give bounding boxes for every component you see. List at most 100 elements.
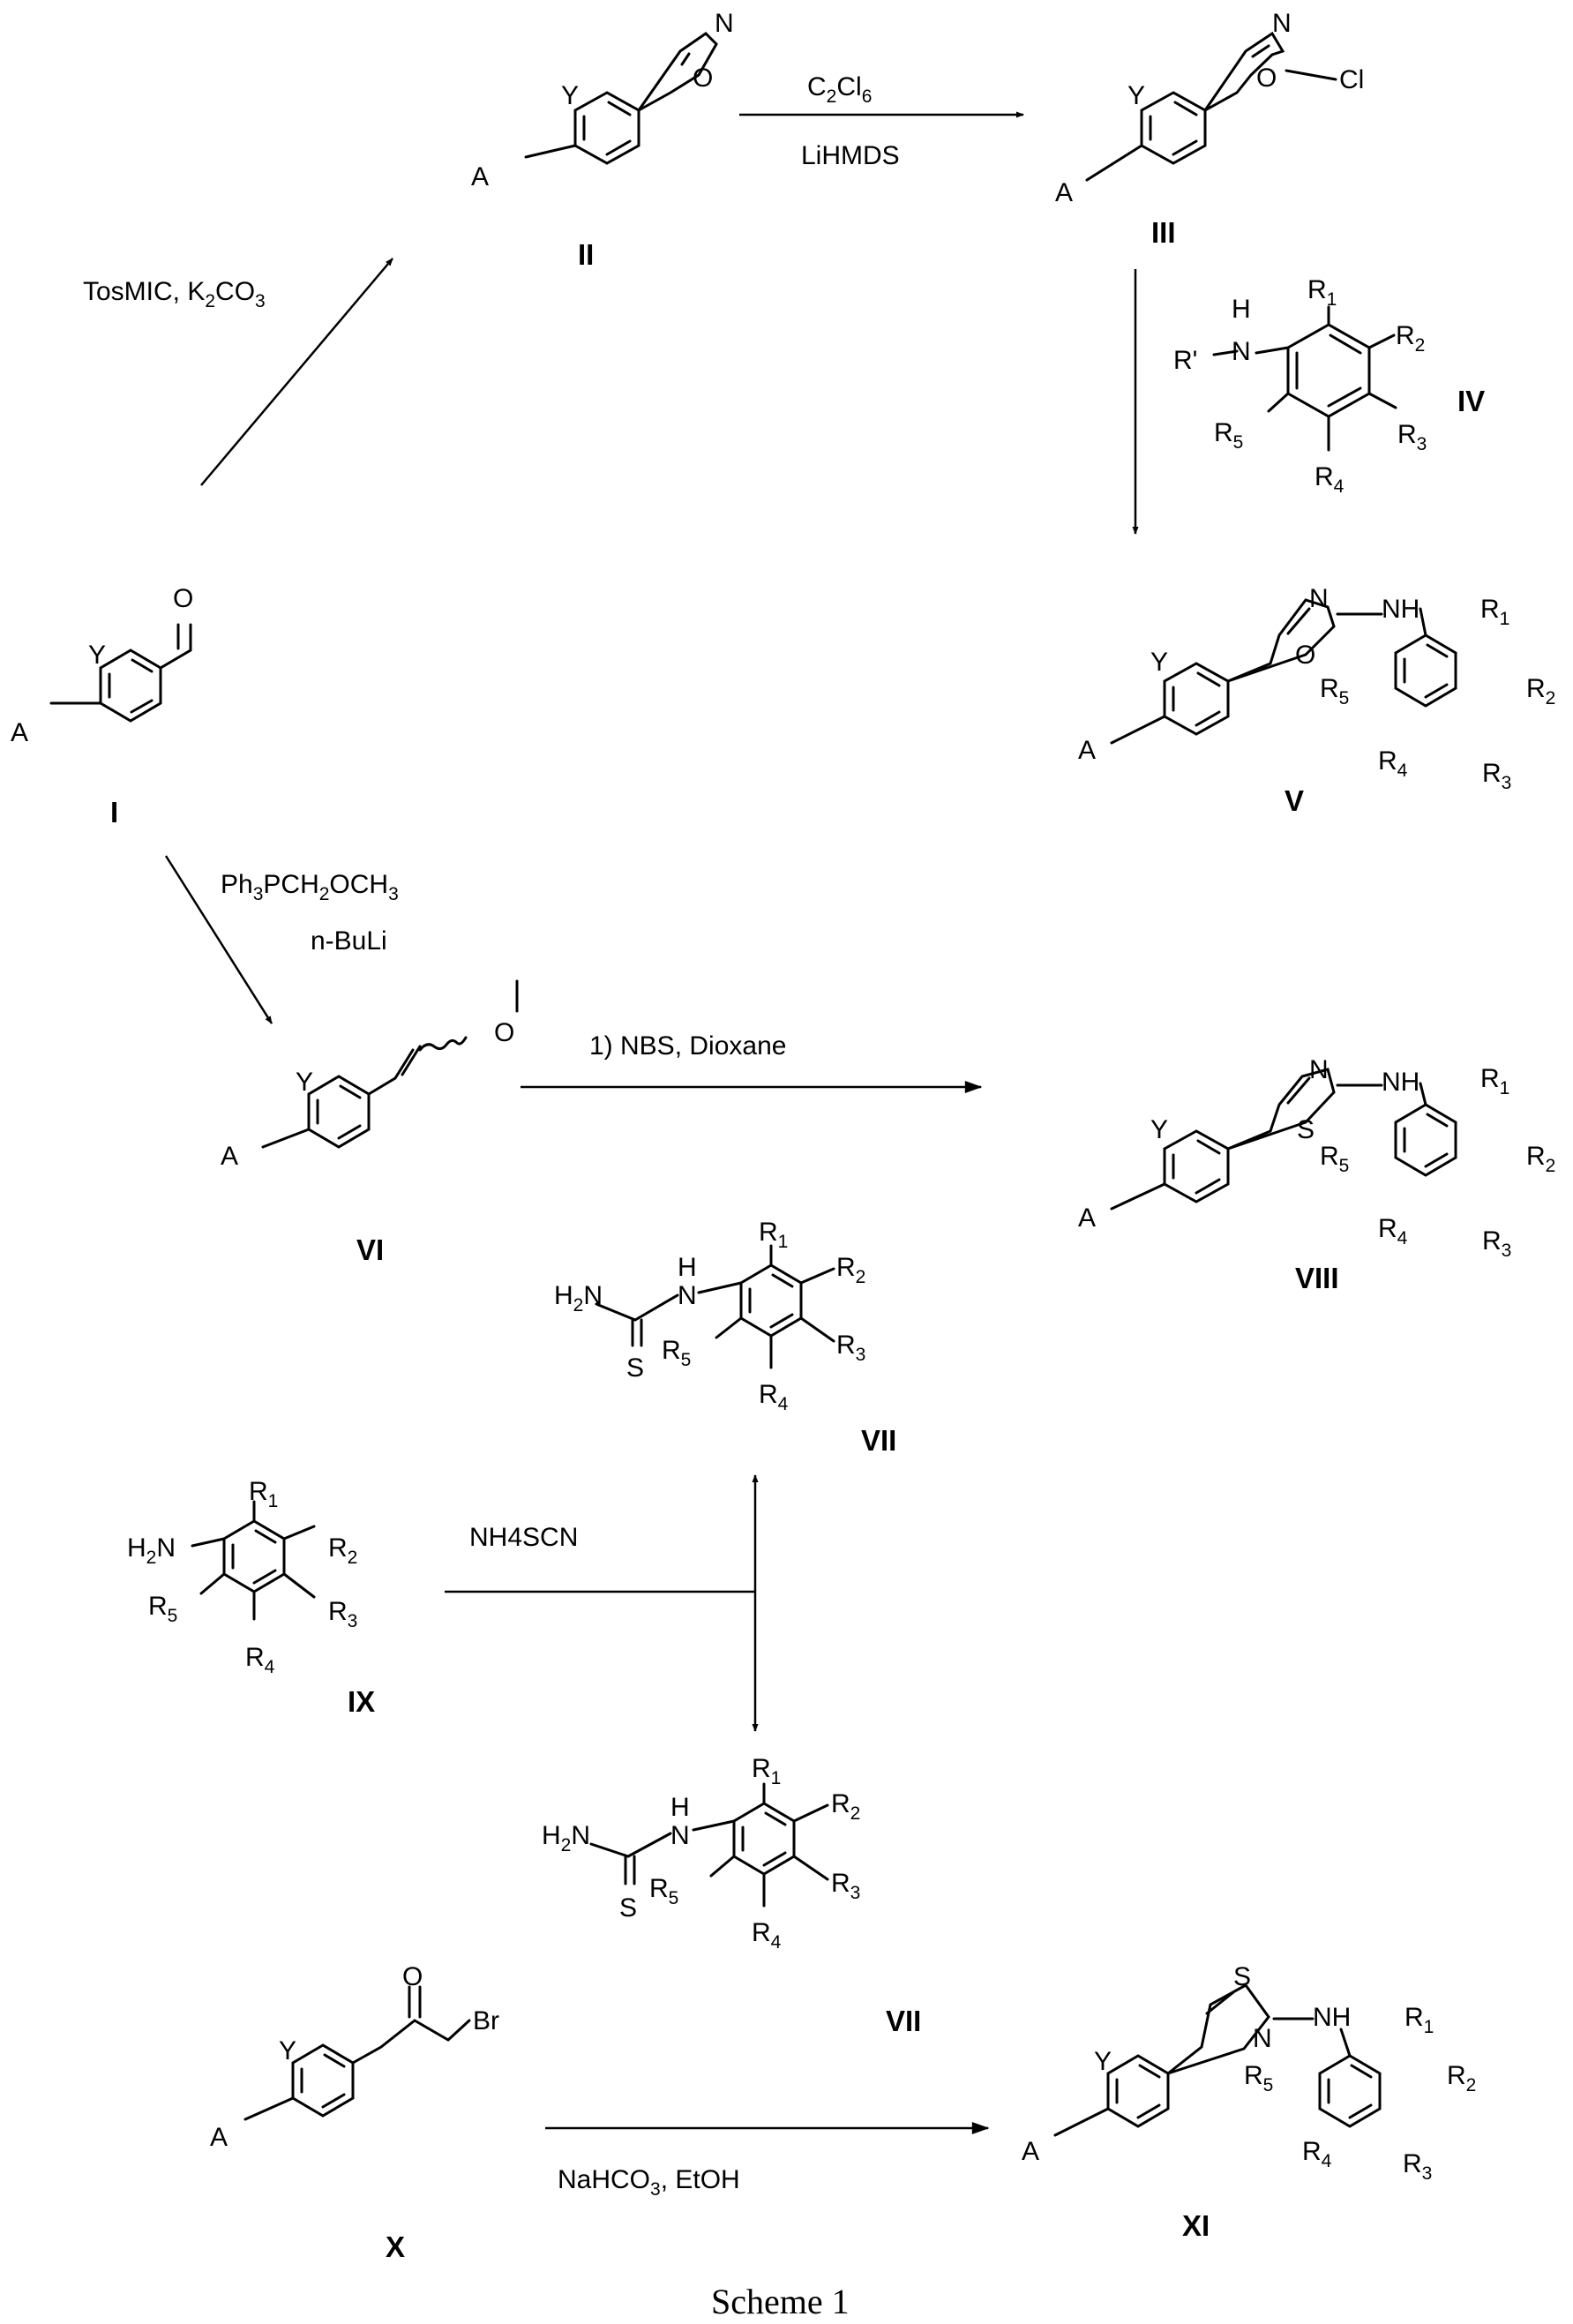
svg-text:R1: R1 [1307,275,1337,310]
svg-text:R': R' [1173,346,1197,375]
molecule-I [51,625,191,721]
svg-text:R5: R5 [662,1336,691,1370]
atoms-IV: H N R' R1 R2 R3 R4 R5 [1173,275,1427,497]
atoms-II: N O Y A [471,9,734,191]
svg-text:R4: R4 [1378,1214,1408,1248]
atoms-VII-lower: H N H2N S R1 R2 R3 R4 R5 [542,1754,860,1953]
svg-text:A: A [1055,178,1073,207]
svg-text:O: O [1295,641,1315,670]
svg-text:Y: Y [561,81,579,110]
svg-text:R2: R2 [1526,674,1555,708]
svg-text:N: N [1272,9,1292,38]
svg-text:O: O [1256,64,1277,93]
svg-text:Y: Y [1150,1115,1168,1144]
svg-text:N: N [1309,1055,1329,1084]
svg-text:R3: R3 [1482,759,1511,793]
svg-text:R1: R1 [759,1218,788,1252]
reagent-nh4scn: NH4SCN [469,1523,578,1552]
reagent-bicarb: NaHCO3, EtOH [558,2165,740,2200]
label-VII-lower: VII [886,2005,921,2037]
svg-text:Y: Y [88,641,106,670]
svg-text:Cl: Cl [1339,65,1364,94]
molecule-II [526,34,716,163]
svg-text:R1: R1 [1404,2003,1434,2037]
svg-text:N: N [678,1281,697,1310]
svg-text:R4: R4 [245,1643,275,1677]
atoms-XI: S N NH Y A R1 R2 R3 R4 R5 [1022,1962,1476,2184]
label-IV: IV [1457,385,1485,417]
label-II: II [578,238,594,271]
svg-text:H: H [670,1793,690,1822]
svg-text:H: H [1232,295,1251,324]
svg-text:R5: R5 [1214,418,1243,453]
svg-text:N: N [1309,584,1329,613]
reagent-wittig: Ph3PCH2OCH3 [221,870,399,904]
label-III: III [1151,216,1176,249]
svg-text:R5: R5 [148,1592,177,1626]
svg-text:A: A [1078,1203,1096,1233]
svg-text:Y: Y [1094,2047,1112,2076]
svg-text:Y: Y [1150,648,1168,677]
svg-text:R2: R2 [1526,1142,1555,1176]
molecule-IX [192,1502,314,1619]
svg-text:N: N [1232,337,1251,366]
molecule-VI [263,981,517,1147]
atoms-IX: H2N R1 R2 R3 R4 R5 [127,1477,357,1677]
svg-text:R1: R1 [1480,595,1509,629]
label-VI: VI [356,1233,384,1266]
molecule-VII-lower [591,1784,828,1906]
svg-text:Y: Y [296,1068,313,1097]
svg-text:S: S [626,1353,644,1383]
svg-text:R5: R5 [1320,674,1349,708]
svg-text:R4: R4 [1378,746,1408,781]
svg-text:A: A [471,162,489,191]
arrow-I-to-VI [166,856,272,1023]
atoms-X: O Br Y A [210,1962,499,2152]
svg-text:O: O [402,1962,423,1991]
reagent-nbs: 1) NBS, Dioxane [589,1031,786,1061]
label-IX: IX [348,1685,375,1718]
label-VIII: VIII [1295,1262,1339,1294]
svg-text:R5: R5 [649,1874,678,1908]
svg-text:R3: R3 [836,1331,865,1365]
svg-text:H2N: H2N [127,1533,176,1568]
molecule-IV [1214,307,1396,450]
svg-text:R1: R1 [1480,1064,1509,1098]
svg-text:Y: Y [279,2036,296,2065]
molecule-VII-upper [596,1246,834,1368]
scheme-caption: Scheme 1 [711,2282,850,2321]
svg-text:R4: R4 [752,1918,782,1953]
svg-text:R1: R1 [752,1754,781,1788]
svg-text:A: A [11,718,28,747]
svg-text:R5: R5 [1244,2061,1273,2095]
label-V: V [1285,784,1304,817]
svg-text:R3: R3 [831,1869,860,1903]
svg-text:R2: R2 [1396,321,1425,356]
atoms-VII-upper: H N H2N S R1 R2 R3 R4 R5 [554,1218,865,1414]
svg-text:R4: R4 [1302,2137,1332,2171]
svg-text:R2: R2 [836,1253,865,1287]
svg-text:S: S [1297,1115,1315,1144]
svg-text:N: N [715,9,734,38]
svg-text:R2: R2 [1447,2061,1476,2095]
atoms-V: N O NH Y A R1 R2 R3 R4 R5 [1078,584,1555,793]
svg-text:A: A [221,1142,238,1171]
svg-text:A: A [210,2123,228,2152]
reagent-tosmic: TosMIC, K2CO3 [83,277,266,311]
svg-text:N: N [1253,2024,1272,2053]
svg-text:R2: R2 [831,1789,860,1824]
svg-text:H: H [678,1253,697,1282]
reagent-nbuli: n-BuLi [311,926,387,956]
svg-text:S: S [1233,1962,1251,1991]
svg-text:O: O [494,1018,514,1047]
svg-text:R3: R3 [1397,420,1427,454]
svg-text:S: S [619,1893,637,1923]
svg-text:R3: R3 [1403,2149,1432,2184]
atoms-VIII: N S NH Y A R1 R2 R3 R4 R5 [1078,1055,1555,1261]
label-XI: XI [1182,2209,1210,2242]
svg-text:NH: NH [1382,1068,1419,1097]
svg-text:Y: Y [1127,81,1145,110]
svg-text:R4: R4 [1315,462,1345,497]
svg-text:A: A [1022,2137,1039,2166]
